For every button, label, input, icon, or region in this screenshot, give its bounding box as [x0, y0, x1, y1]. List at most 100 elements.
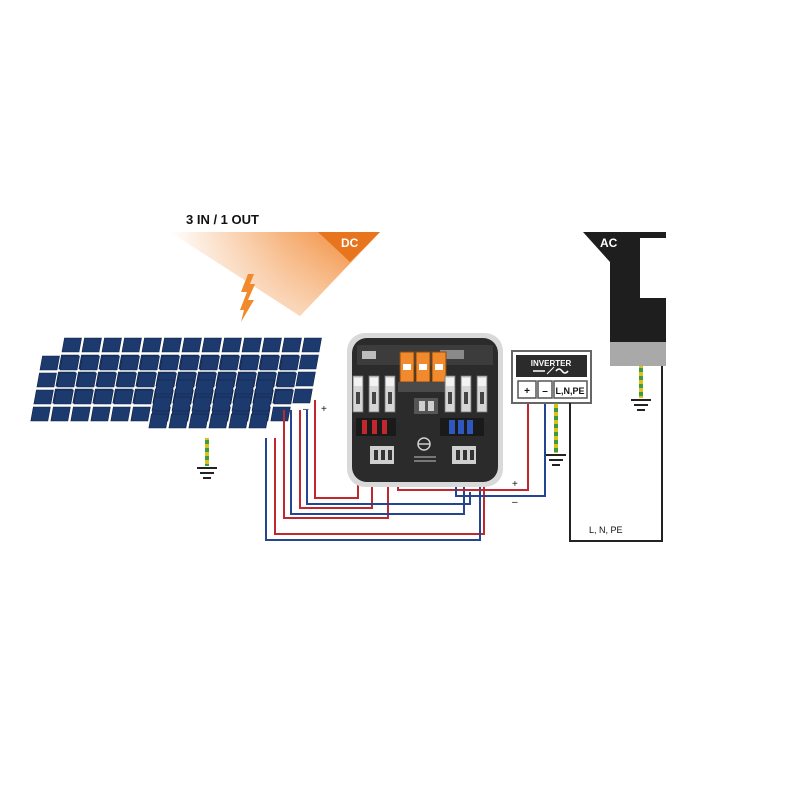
- solar-cell: [76, 372, 97, 388]
- solar-cell: [36, 372, 57, 388]
- solar-cell: [219, 355, 240, 371]
- solar-cell: [248, 413, 269, 429]
- solar-cell: [99, 355, 120, 371]
- solar-cell: [188, 413, 209, 429]
- solar-cell: [141, 337, 162, 353]
- brand-logo: [417, 437, 431, 451]
- solar-cell: [199, 355, 220, 371]
- solar-cell: [93, 389, 114, 405]
- panel-ground-icon: [197, 438, 217, 479]
- inverter-plus-terminal: +: [524, 386, 530, 397]
- solar-cell: [90, 406, 111, 422]
- solar-cell: [50, 406, 71, 422]
- solar-cell: [298, 354, 319, 370]
- solar-cell: [179, 355, 200, 371]
- solar-cell: [281, 337, 302, 353]
- surge-protection-modules: [398, 351, 448, 392]
- ac-ground-icon: [631, 366, 651, 411]
- title-label: 3 IN / 1 OUT: [186, 212, 259, 227]
- solar-cell: [148, 413, 169, 429]
- solar-cell: [81, 337, 102, 353]
- string-plus-label: +: [321, 404, 327, 415]
- solar-cell: [96, 372, 117, 388]
- solar-cell: [133, 389, 154, 405]
- dc-badge: DC: [341, 236, 359, 250]
- solar-cell: [161, 337, 182, 353]
- fuse-holder: [460, 375, 472, 413]
- solar-cell: [292, 388, 313, 404]
- ac-line-label: L, N, PE: [589, 525, 623, 535]
- inverter-ac-terminal: L,N,PE: [555, 386, 584, 396]
- solar-cell: [241, 337, 262, 353]
- solar-cell: [276, 372, 297, 388]
- solar-cell: [208, 413, 229, 429]
- solar-cell: [154, 379, 175, 395]
- dc-cone: [170, 232, 380, 316]
- fuse-holder: [476, 375, 488, 413]
- output-minus-label: –: [512, 497, 518, 508]
- combiner-box: [347, 333, 503, 487]
- solar-cell: [139, 355, 160, 371]
- inverter-minus-terminal: –: [542, 386, 548, 397]
- solar-cell: [194, 379, 215, 395]
- solar-cell: [159, 355, 180, 371]
- solar-cell: [73, 389, 94, 405]
- fuse-holder: [444, 375, 456, 413]
- solar-cell: [221, 337, 242, 353]
- solar-cell: [59, 355, 80, 371]
- solar-cell: [121, 337, 142, 353]
- fuse-holder: [368, 375, 380, 413]
- fuse-holder: [352, 375, 364, 413]
- ac-line: [569, 366, 663, 542]
- solar-cell: [214, 379, 235, 395]
- solar-array: [30, 337, 322, 429]
- solar-cell: [136, 372, 157, 388]
- solar-cell: [273, 389, 294, 405]
- solar-cell: [254, 379, 275, 395]
- ac-badge: AC: [600, 236, 618, 250]
- solar-cell: [151, 396, 172, 412]
- solar-cell: [295, 371, 316, 387]
- solar-cell: [130, 406, 151, 422]
- ac-distribution-board: [583, 232, 666, 366]
- solar-cell: [231, 396, 252, 412]
- solar-cell: [39, 355, 60, 371]
- solar-cell: [119, 355, 140, 371]
- solar-cell: [301, 337, 322, 353]
- output-plus-label: +: [512, 479, 518, 490]
- solar-cell: [116, 372, 137, 388]
- solar-cell: [191, 396, 212, 412]
- inverter-ground-icon: [546, 403, 566, 466]
- solar-cell: [259, 355, 280, 371]
- solar-cell: [270, 406, 291, 422]
- solar-cell: [234, 379, 255, 395]
- solar-cell: [110, 406, 131, 422]
- fuse-holders: [352, 375, 488, 413]
- solar-cell: [251, 396, 272, 412]
- inverter-symbol: [533, 366, 569, 375]
- solar-cell: [239, 355, 260, 371]
- solar-cell: [279, 355, 300, 371]
- solar-cell: [171, 396, 192, 412]
- solar-cell: [201, 337, 222, 353]
- solar-cell: [174, 379, 195, 395]
- solar-cell: [101, 337, 122, 353]
- solar-cell: [70, 406, 91, 422]
- fuse-holder: [384, 375, 396, 413]
- solar-cell: [30, 406, 51, 422]
- string-minus-label: –: [303, 404, 309, 415]
- lightning-icon: [240, 274, 255, 322]
- solar-cell: [33, 389, 54, 405]
- solar-cell: [113, 389, 134, 405]
- solar-cell: [228, 413, 249, 429]
- solar-cell: [261, 337, 282, 353]
- solar-cell: [79, 355, 100, 371]
- solar-cell: [168, 413, 189, 429]
- inverter-label: INVERTER: [531, 359, 572, 368]
- solar-cell: [181, 337, 202, 353]
- solar-panel-string-3: [148, 379, 275, 429]
- solar-cell: [56, 372, 77, 388]
- solar-cell: [61, 337, 82, 353]
- inverter: INVERTER + – L,N,PE: [511, 350, 592, 404]
